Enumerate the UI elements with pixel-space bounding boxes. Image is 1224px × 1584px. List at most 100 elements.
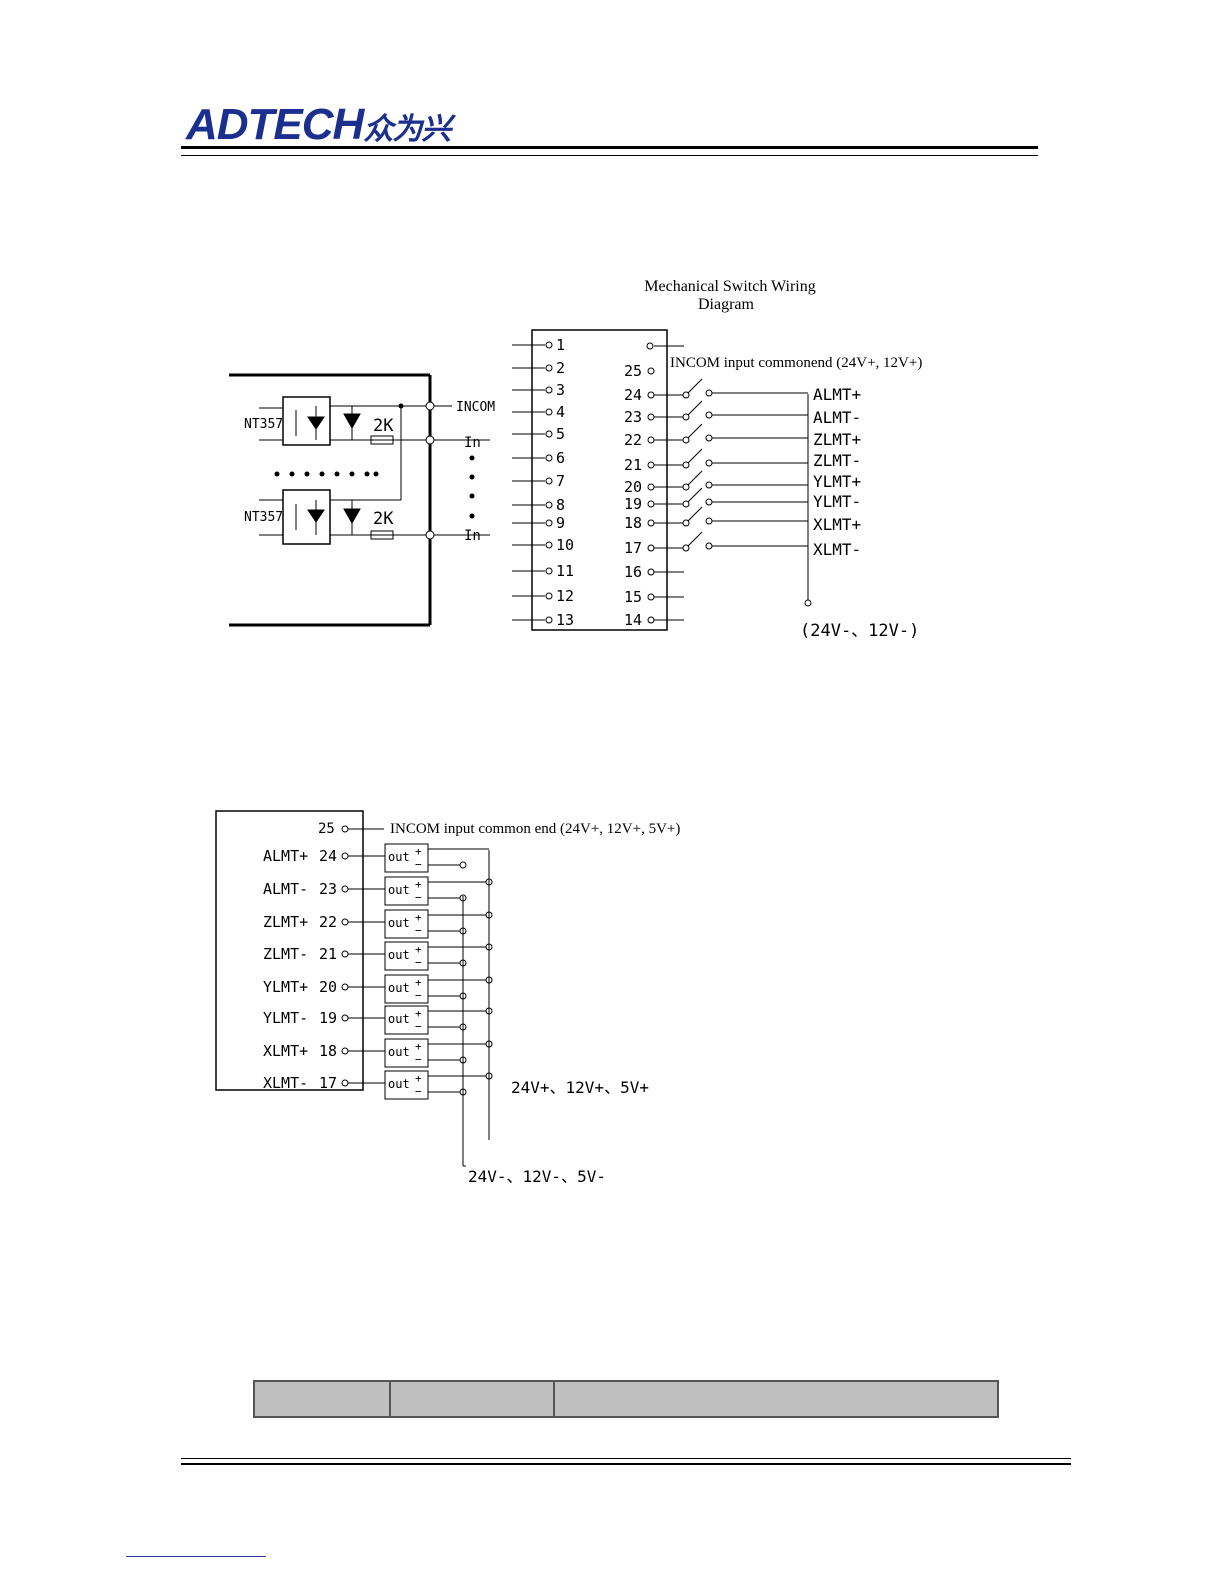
input-circuit <box>229 373 490 627</box>
signal-label: XLMT+ <box>813 515 861 534</box>
switch-lever <box>687 378 703 394</box>
ellipsis-dots <box>274 455 475 519</box>
sensor-minus-sign: − <box>415 1085 422 1098</box>
sensor-plus-sign: + <box>415 845 422 858</box>
sensor-pin-number: 20 <box>319 978 337 996</box>
right-pin-number: 16 <box>624 563 642 581</box>
switch-contact <box>682 544 690 552</box>
sensor-plus-sign: + <box>415 976 422 989</box>
optocoupler-label-1: NT357 <box>244 417 283 432</box>
right-pin-number: 15 <box>624 588 642 606</box>
sensor-signal-label: XLMT- <box>263 1074 308 1092</box>
logo-chinese: 众为兴 <box>363 112 451 147</box>
sensor-signal-label: ZLMT+ <box>263 913 308 931</box>
switch-contact <box>682 500 690 508</box>
switch-lever <box>687 506 703 522</box>
signal-label: ALMT- <box>813 408 861 427</box>
right-pin-number: 14 <box>624 611 642 629</box>
right-pin-terminal <box>647 593 655 601</box>
sensor-pin-terminal <box>341 885 349 893</box>
sensor-pin-number: 22 <box>319 913 337 931</box>
left-pin-number: 8 <box>556 496 565 514</box>
switch-contact <box>705 498 713 506</box>
sensor-pin-number: 19 <box>319 1009 337 1027</box>
left-pin-terminal <box>545 454 553 462</box>
sensor-pin-terminal <box>341 1047 349 1055</box>
switch-lever <box>687 448 703 464</box>
left-pin-terminal <box>545 501 553 509</box>
right-pin-terminal <box>647 413 655 421</box>
incom-pin-label: 25 <box>318 821 335 837</box>
sensor-out-box <box>384 941 429 971</box>
left-pin-number: 7 <box>556 472 565 490</box>
in-label-1: In <box>464 435 481 451</box>
right-pin-terminal <box>647 519 655 527</box>
switch-lever <box>687 531 703 547</box>
signal-label: ZLMT- <box>813 451 861 470</box>
right-pin-terminal <box>647 436 655 444</box>
left-pin-terminal <box>545 477 553 485</box>
sensor-out-box <box>384 1070 429 1100</box>
left-pin-number: 6 <box>556 449 565 467</box>
switch-contact <box>705 459 713 467</box>
left-pin-terminal <box>545 341 553 349</box>
switch-contact <box>682 483 690 491</box>
sensor-signal-label: ALMT+ <box>263 847 308 865</box>
signal-label: XLMT- <box>813 540 861 559</box>
sensor-pin-terminal <box>341 983 349 991</box>
sensor-out-label: out <box>388 1012 410 1026</box>
right-pin-terminal <box>647 500 655 508</box>
sensor-out-label: out <box>388 1045 410 1059</box>
header-rule <box>181 146 1038 149</box>
header-rule-thin <box>181 155 1038 156</box>
right-pin-number: 24 <box>624 386 642 404</box>
active-sensor-wiring-diagram: 25 INCOM input common end (24V+, 12V+, 5… <box>215 810 680 1186</box>
signal-label: YLMT+ <box>813 472 861 491</box>
incom-common-note-2: INCOM input common end (24V+, 12V+, 5V+) <box>390 821 680 837</box>
switch-contact <box>705 434 713 442</box>
sensor-pin-number: 21 <box>319 945 337 963</box>
left-pin-number: 12 <box>556 587 574 605</box>
switch-lever <box>687 400 703 416</box>
switch-contact <box>682 436 690 444</box>
right-pin-number: 18 <box>624 514 642 532</box>
right-pin-number: 22 <box>624 431 642 449</box>
switch-contact <box>682 461 690 469</box>
table-header-cell-2 <box>391 1382 555 1416</box>
left-pin-number: 11 <box>556 562 574 580</box>
switch-contact <box>705 542 713 550</box>
right-pin-terminal <box>647 483 655 491</box>
ground-note: (24V-、12V-) <box>800 621 919 641</box>
sensor-out-box <box>384 843 429 873</box>
table-header-cell-1 <box>255 1382 391 1416</box>
switch-contact <box>705 481 713 489</box>
sensor-signal-label: ZLMT- <box>263 945 308 963</box>
left-pin-terminal <box>545 519 553 527</box>
right-pin-terminal <box>647 461 655 469</box>
supply-positive-label: 24V+、12V+、5V+ <box>511 1078 649 1097</box>
resistor-label-2: 2K <box>373 509 394 529</box>
signal-label: ALMT+ <box>813 385 861 404</box>
left-pin-terminal <box>545 386 553 394</box>
mechanical-switch-wiring-diagram: Mechanical Switch Wiring Diagram <box>229 278 922 641</box>
sensor-pin-number: 17 <box>319 1074 337 1092</box>
diagram1-title-line1: Mechanical Switch Wiring <box>644 278 815 295</box>
sensor-pin-terminal <box>341 1079 349 1087</box>
sensor-pin-number: 18 <box>319 1042 337 1060</box>
sensor-plus-sign: + <box>415 911 422 924</box>
sensor-pin-terminal <box>341 852 349 860</box>
sensor-plus-sign: + <box>415 1072 422 1085</box>
left-pin-terminal <box>545 567 553 575</box>
switch-contact <box>682 413 690 421</box>
sensor-out-box <box>384 909 429 939</box>
sensor-minus-sign: − <box>415 1053 422 1066</box>
right-pin-terminal <box>647 616 655 624</box>
right-pin-number: 25 <box>624 362 642 380</box>
diagram1-title-line2: Diagram <box>698 296 755 313</box>
sensor-plus-sign: + <box>415 878 422 891</box>
right-pin-terminal <box>647 367 655 375</box>
in-label-2: In <box>464 528 481 544</box>
left-pin-terminal <box>545 592 553 600</box>
